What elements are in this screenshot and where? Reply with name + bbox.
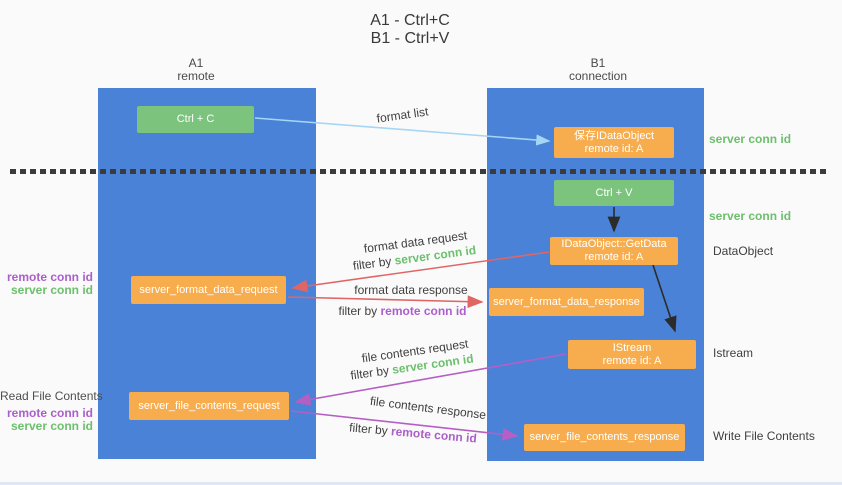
write-file-contents-label: Write File Contents	[713, 429, 815, 443]
node-save-idataobject-line1: 保存IDataObject	[573, 129, 655, 142]
node-getdata-line2: remote id: A	[584, 251, 644, 263]
remote-conn-id-text: remote conn id	[390, 424, 478, 446]
lane-a-name: A1	[188, 56, 204, 70]
lane-b-header: B1 connection	[543, 57, 653, 83]
bottom-edge-strip	[0, 482, 842, 485]
node-idataobject-getdata: IDataObject::GetData remote id: A	[550, 237, 678, 265]
node-server-format-data-request: server_format_data_request	[131, 276, 286, 304]
lane-b-subtitle: connection	[568, 69, 628, 83]
edge-label-format-data-response: format data response	[354, 283, 468, 297]
title-line-b1: B1 - Ctrl+V	[370, 30, 450, 47]
lane-a-header: A1 remote	[141, 57, 251, 83]
filter-by-text: filter by	[352, 253, 396, 274]
node-ctrl-c: Ctrl + C	[137, 106, 254, 133]
edge-label-format-list: format list	[375, 104, 430, 126]
edge-label-filter-by-remote-2: filter by remote conn id	[338, 419, 489, 446]
dataobject-label: DataObject	[713, 244, 774, 258]
node-istream-line1: IStream	[612, 341, 652, 354]
diagram-title: A1 - Ctrl+C B1 - Ctrl+V	[300, 12, 520, 48]
node-istream: IStream remote id: A	[568, 340, 696, 369]
server-conn-id-label: server conn id	[10, 283, 93, 297]
node-ctrl-v: Ctrl + V	[554, 180, 674, 206]
dotted-separator-line	[10, 169, 826, 174]
right-server-conn-id-1: server conn id	[709, 132, 792, 146]
node-ctrl-c-label: Ctrl + C	[176, 113, 215, 125]
node-ctrl-v-label: Ctrl + V	[595, 186, 633, 199]
arrow-format-data-response	[287, 295, 484, 309]
title-line-a1: A1 - Ctrl+C	[370, 12, 450, 29]
node-server-file-contents-response-label: server_file_contents_response	[529, 431, 680, 443]
node-server-format-data-response-label: server_format_data_response	[493, 295, 640, 308]
server-conn-id-label: server conn id	[10, 419, 93, 433]
node-server-file-contents-response: server_file_contents_response	[524, 424, 685, 451]
node-server-file-contents-request-label: server_file_contents_request	[138, 399, 280, 412]
remote-conn-id-label: remote conn id	[6, 406, 93, 420]
read-file-contents-label: Read File Contents	[0, 389, 103, 403]
node-save-idataobject: 保存IDataObject remote id: A	[554, 127, 674, 158]
left-conn-id-pair-file: remote conn id server conn id	[0, 407, 93, 433]
lane-b-name: B1	[590, 56, 606, 70]
node-server-format-data-request-label: server_format_data_request	[139, 283, 278, 296]
edge-label-filter-by-remote-1: filter by remote conn id	[330, 304, 475, 318]
node-server-format-data-response: server_format_data_response	[489, 288, 644, 316]
remote-conn-id-label: remote conn id	[6, 270, 93, 284]
node-getdata-line1: IDataObject::GetData	[561, 238, 667, 250]
node-save-idataobject-line2: remote id: A	[584, 142, 644, 155]
istream-label: Istream	[713, 346, 754, 360]
lane-a-subtitle: remote	[177, 69, 215, 83]
node-istream-line2: remote id: A	[602, 354, 662, 367]
right-server-conn-id-2: server conn id	[709, 209, 792, 223]
filter-by-text: filter by	[348, 420, 392, 439]
filter-by-text: filter by	[338, 304, 381, 318]
left-conn-id-pair-format: remote conn id server conn id	[0, 271, 93, 297]
node-server-file-contents-request: server_file_contents_request	[129, 392, 289, 420]
edge-label-file-contents-response: file contents response	[369, 393, 487, 423]
remote-conn-id-text: remote conn id	[380, 304, 467, 318]
